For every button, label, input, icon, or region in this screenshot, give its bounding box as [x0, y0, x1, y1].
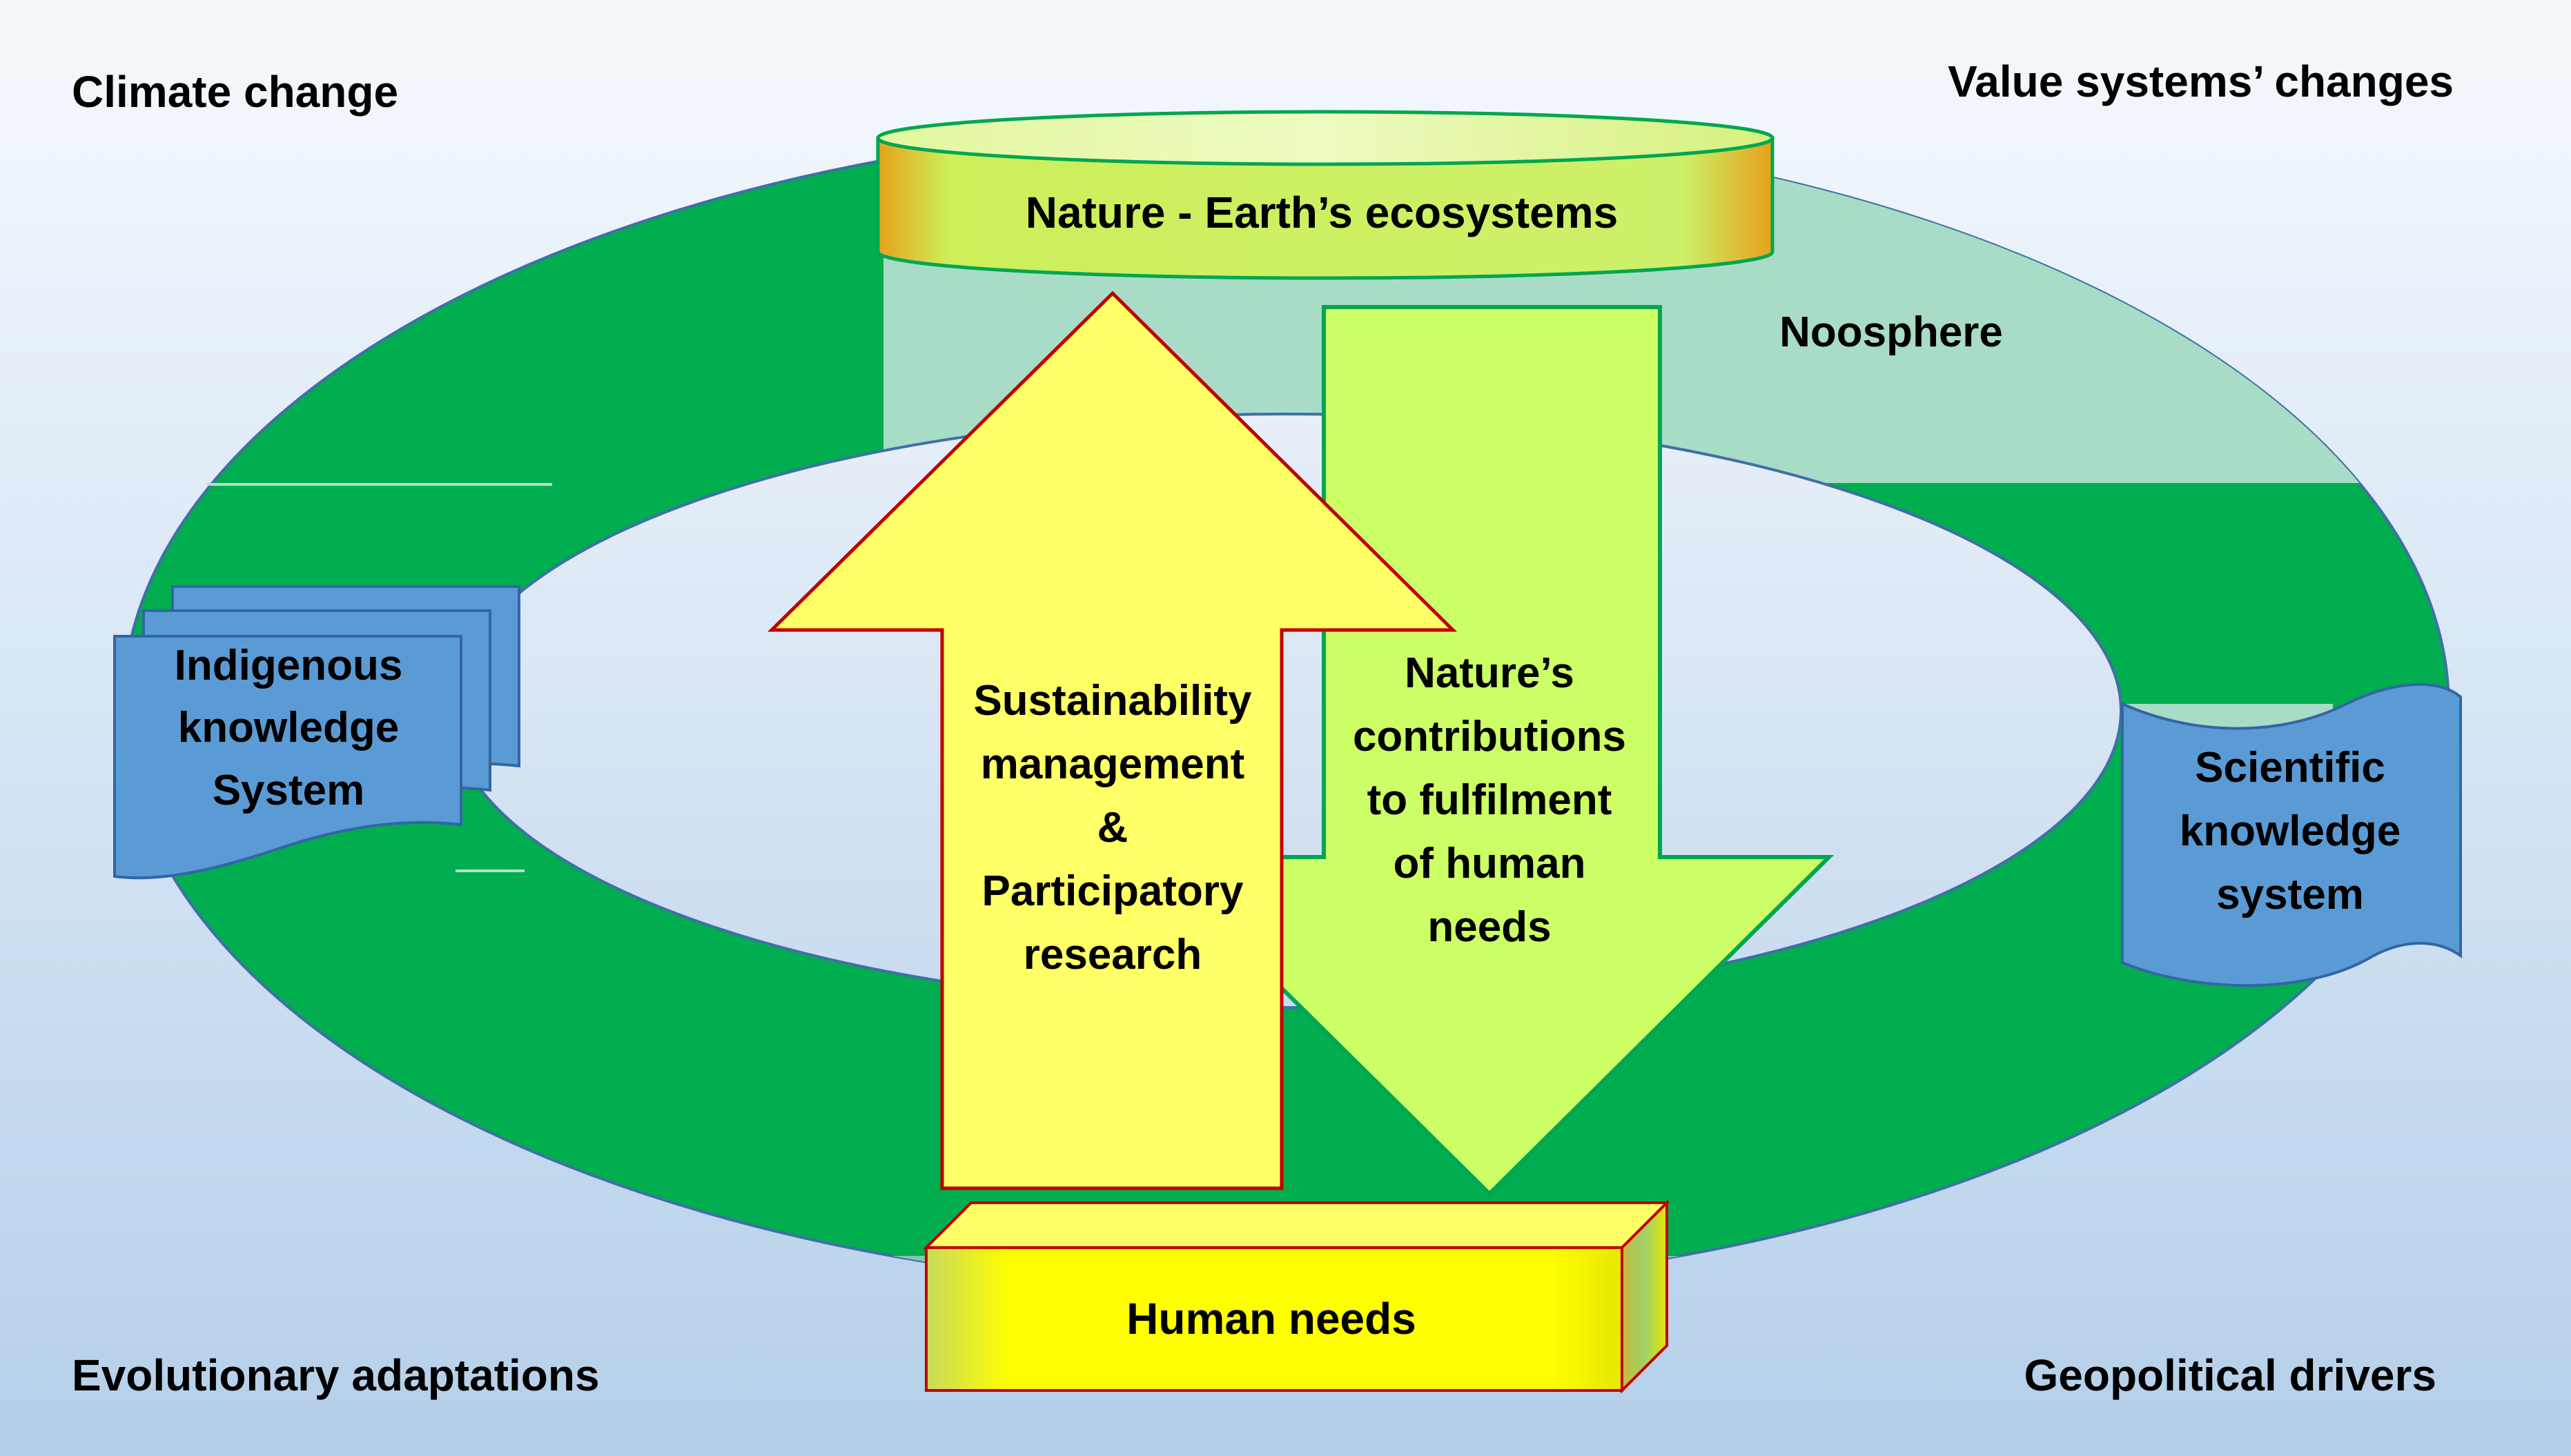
up-arrow-text: Sustainability management & Participator…	[973, 677, 1252, 978]
up-arrow-line-3: &	[1097, 804, 1128, 852]
label-geopolitical-drivers: Geopolitical drivers	[2024, 1350, 2436, 1400]
down-arrow-line-1: Nature’s	[1405, 649, 1574, 697]
scientific-line-2: knowledge	[2180, 807, 2401, 855]
scientific-line-3: system	[2216, 871, 2364, 918]
label-evolutionary-adaptations: Evolutionary adaptations	[72, 1350, 600, 1400]
up-arrow-line-2: management	[981, 740, 1244, 788]
up-arrow-line-4: Participatory	[981, 867, 1244, 915]
down-arrow	[1144, 305, 1835, 1197]
label-climate-change: Climate change	[72, 67, 398, 117]
human-needs-box: Human needs	[923, 1199, 1670, 1394]
scientific-knowledge-scroll: Scientific knowledge system	[2121, 682, 2462, 987]
indigenous-line-2: knowledge	[178, 704, 399, 751]
down-arrow-text: Nature’s contributions to fulfilment of …	[1353, 649, 1626, 951]
nature-cylinder-label: Nature - Earth’s ecosystems	[1026, 188, 1618, 237]
nature-cylinder: Nature - Earth’s ecosystems	[876, 110, 1775, 280]
scientific-line-1: Scientific	[2195, 744, 2385, 791]
down-arrow-line-4: of human	[1394, 840, 1586, 887]
indigenous-line-1: Indigenous	[175, 642, 403, 689]
up-arrow-line-5: research	[1024, 931, 1202, 978]
down-arrow-line-2: contributions	[1353, 713, 1626, 760]
human-needs-label: Human needs	[1126, 1294, 1416, 1344]
noosphere-label: Noosphere	[1779, 308, 2003, 356]
up-arrow	[767, 291, 1458, 1190]
down-arrow-line-5: needs	[1427, 903, 1551, 951]
label-value-systems-changes: Value systems’ changes	[1948, 57, 2454, 106]
indigenous-line-3: System	[213, 767, 365, 814]
down-arrow-line-3: to fulfilment	[1367, 776, 1612, 824]
indigenous-knowledge-document: Indigenous knowledge System	[113, 585, 520, 880]
up-arrow-line-1: Sustainability	[973, 677, 1252, 725]
